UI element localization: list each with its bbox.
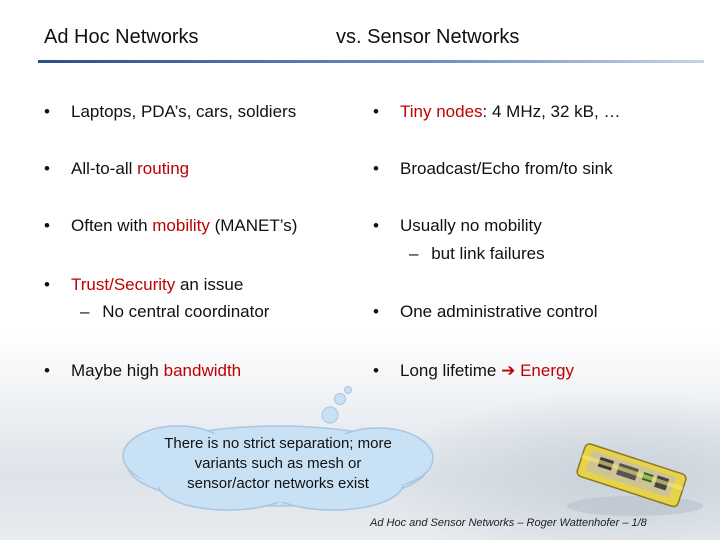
footer-text: Ad Hoc and Sensor Networks – Roger Watte… — [370, 517, 647, 529]
callout-line-2: variants such as mesh or — [194, 455, 362, 472]
left-text-1: Laptops, PDA’s, cars, soldiers — [71, 102, 297, 121]
left-text-3-post: (MANET’s) — [209, 216, 298, 235]
right-text-5: Long lifetime — [400, 361, 502, 380]
left-text-3: Often with — [71, 216, 153, 235]
dash-icon: – — [80, 302, 90, 321]
bullet-icon: • — [44, 275, 50, 294]
right-text-4: One administrative control — [400, 302, 598, 321]
dash-icon: – — [409, 244, 419, 263]
right-text-2: Broadcast/Echo from/to sink — [400, 159, 613, 178]
bullet-icon: • — [373, 102, 379, 121]
bullet-icon: • — [44, 102, 50, 121]
bullet-icon: • — [373, 361, 379, 380]
bullet-icon: • — [373, 159, 379, 178]
callout-line-3: sensor/actor networks exist — [187, 475, 369, 492]
title-sensor: vs. Sensor Networks — [336, 26, 520, 48]
right-subitem-3: – but link failures — [409, 244, 545, 264]
sensor-node-image — [567, 443, 703, 516]
bullet-icon: • — [44, 216, 50, 235]
left-text-2: All-to-all — [71, 159, 138, 178]
bullet-icon: • — [44, 159, 50, 178]
bullet-icon: • — [373, 216, 379, 235]
arrow-right-icon: ➔ — [501, 361, 516, 380]
left-highlight-4: Trust/Security — [71, 275, 176, 294]
left-highlight-3: mobility — [152, 216, 210, 235]
callout-text: There is no strict separation; more vari… — [118, 434, 438, 494]
bullet-icon: • — [373, 302, 379, 321]
right-subtext-3: but link failures — [431, 244, 545, 263]
right-highlight-5: Energy — [515, 361, 574, 380]
left-highlight-2: routing — [137, 159, 190, 178]
right-text-3: Usually no mobility — [400, 216, 542, 235]
left-highlight-5: bandwidth — [163, 361, 242, 380]
callout-line-1: There is no strict separation; more — [164, 435, 392, 452]
cloud-tail-bubbles — [321, 386, 352, 424]
bullet-icon: • — [44, 361, 50, 380]
title-ad-hoc: Ad Hoc Networks — [44, 26, 199, 48]
right-text-1-post: : 4 MHz, 32 kB, … — [482, 102, 621, 121]
left-subtext-4: No central coordinator — [102, 302, 270, 321]
right-highlight-1: Tiny nodes — [400, 102, 483, 121]
left-text-4-post: an issue — [175, 275, 244, 294]
title-underline — [38, 60, 704, 63]
thought-cloud — [122, 425, 434, 511]
left-text-5: Maybe high — [71, 361, 164, 380]
left-subitem-4: – No central coordinator — [80, 302, 269, 322]
